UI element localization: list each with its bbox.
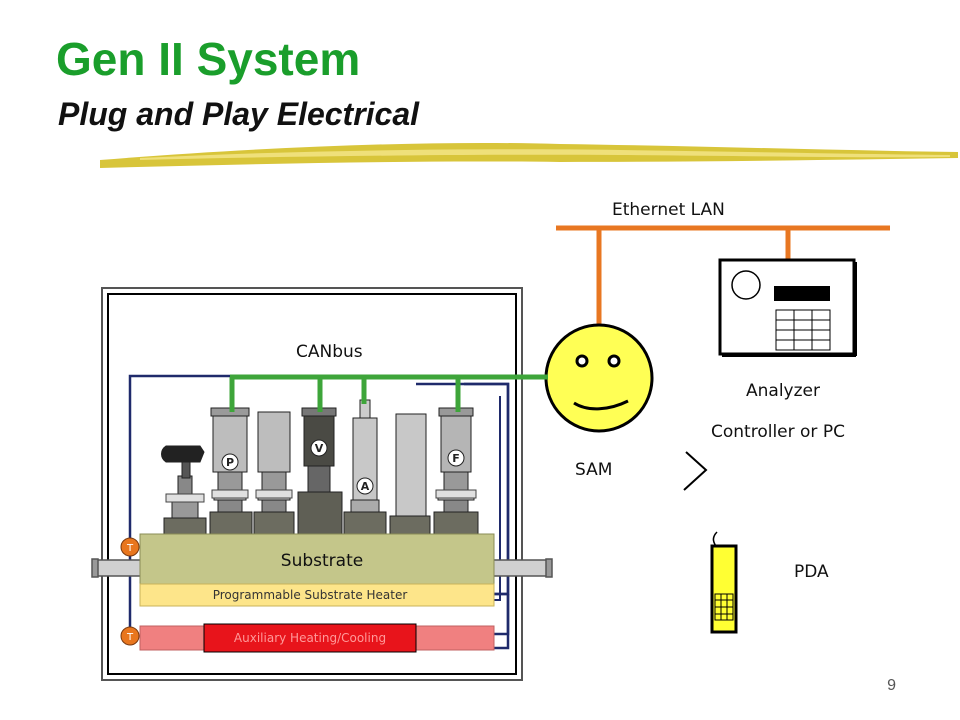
pda-antenna <box>712 531 718 547</box>
marker-f-label: F <box>452 452 460 465</box>
canbus-label: CANbus <box>296 342 363 362</box>
heater-strip <box>139 583 495 607</box>
pda-label: PDA <box>794 562 829 582</box>
title-underline <box>100 142 958 168</box>
aux-label-box <box>203 623 417 653</box>
wire-right-top <box>464 382 510 650</box>
substrate-block <box>139 533 495 585</box>
sam-label: SAM <box>575 460 613 480</box>
fitting-nuts <box>165 489 477 503</box>
analyzer-keypad-icon <box>775 309 831 351</box>
marker-p: P <box>221 453 239 471</box>
gas-components <box>161 399 479 539</box>
analyzer-dial-icon <box>731 270 761 300</box>
wireless-link-icon <box>683 451 708 491</box>
marker-v-label: V <box>315 442 324 455</box>
marker-a: A <box>356 477 374 495</box>
marker-v: V <box>310 439 328 457</box>
pda-device-icon <box>710 544 738 634</box>
analyzer-display <box>774 286 830 301</box>
substrate-label: Substrate <box>281 551 363 571</box>
analyzer-box <box>718 258 857 357</box>
slide-title: Gen II System <box>56 33 361 85</box>
title-underline-highlight <box>140 149 950 160</box>
aux-label: Auxiliary Heating/Cooling <box>234 631 386 645</box>
ethernet-label: Ethernet LAN <box>612 200 725 220</box>
temp-sensor-top-label: T <box>126 543 134 554</box>
analyzer-label: Analyzer <box>746 381 820 401</box>
page-number: 9 <box>887 677 896 694</box>
sam-smiley-icon <box>544 323 654 433</box>
marker-f: F <box>447 449 465 467</box>
heater-label: Programmable Substrate Heater <box>213 588 408 602</box>
temp-sensor-bottom: T <box>120 626 140 646</box>
wire-right-inner <box>494 396 501 601</box>
marker-p-label: P <box>226 456 234 469</box>
slide-subtitle: Plug and Play Electrical <box>58 96 420 132</box>
temp-sensor-top: T <box>120 537 140 557</box>
marker-a-label: A <box>361 480 370 493</box>
controller-label: Controller or PC <box>711 422 845 442</box>
temp-sensor-bottom-label: T <box>126 632 134 643</box>
enclosure <box>101 287 523 681</box>
canbus-lines <box>229 374 548 412</box>
